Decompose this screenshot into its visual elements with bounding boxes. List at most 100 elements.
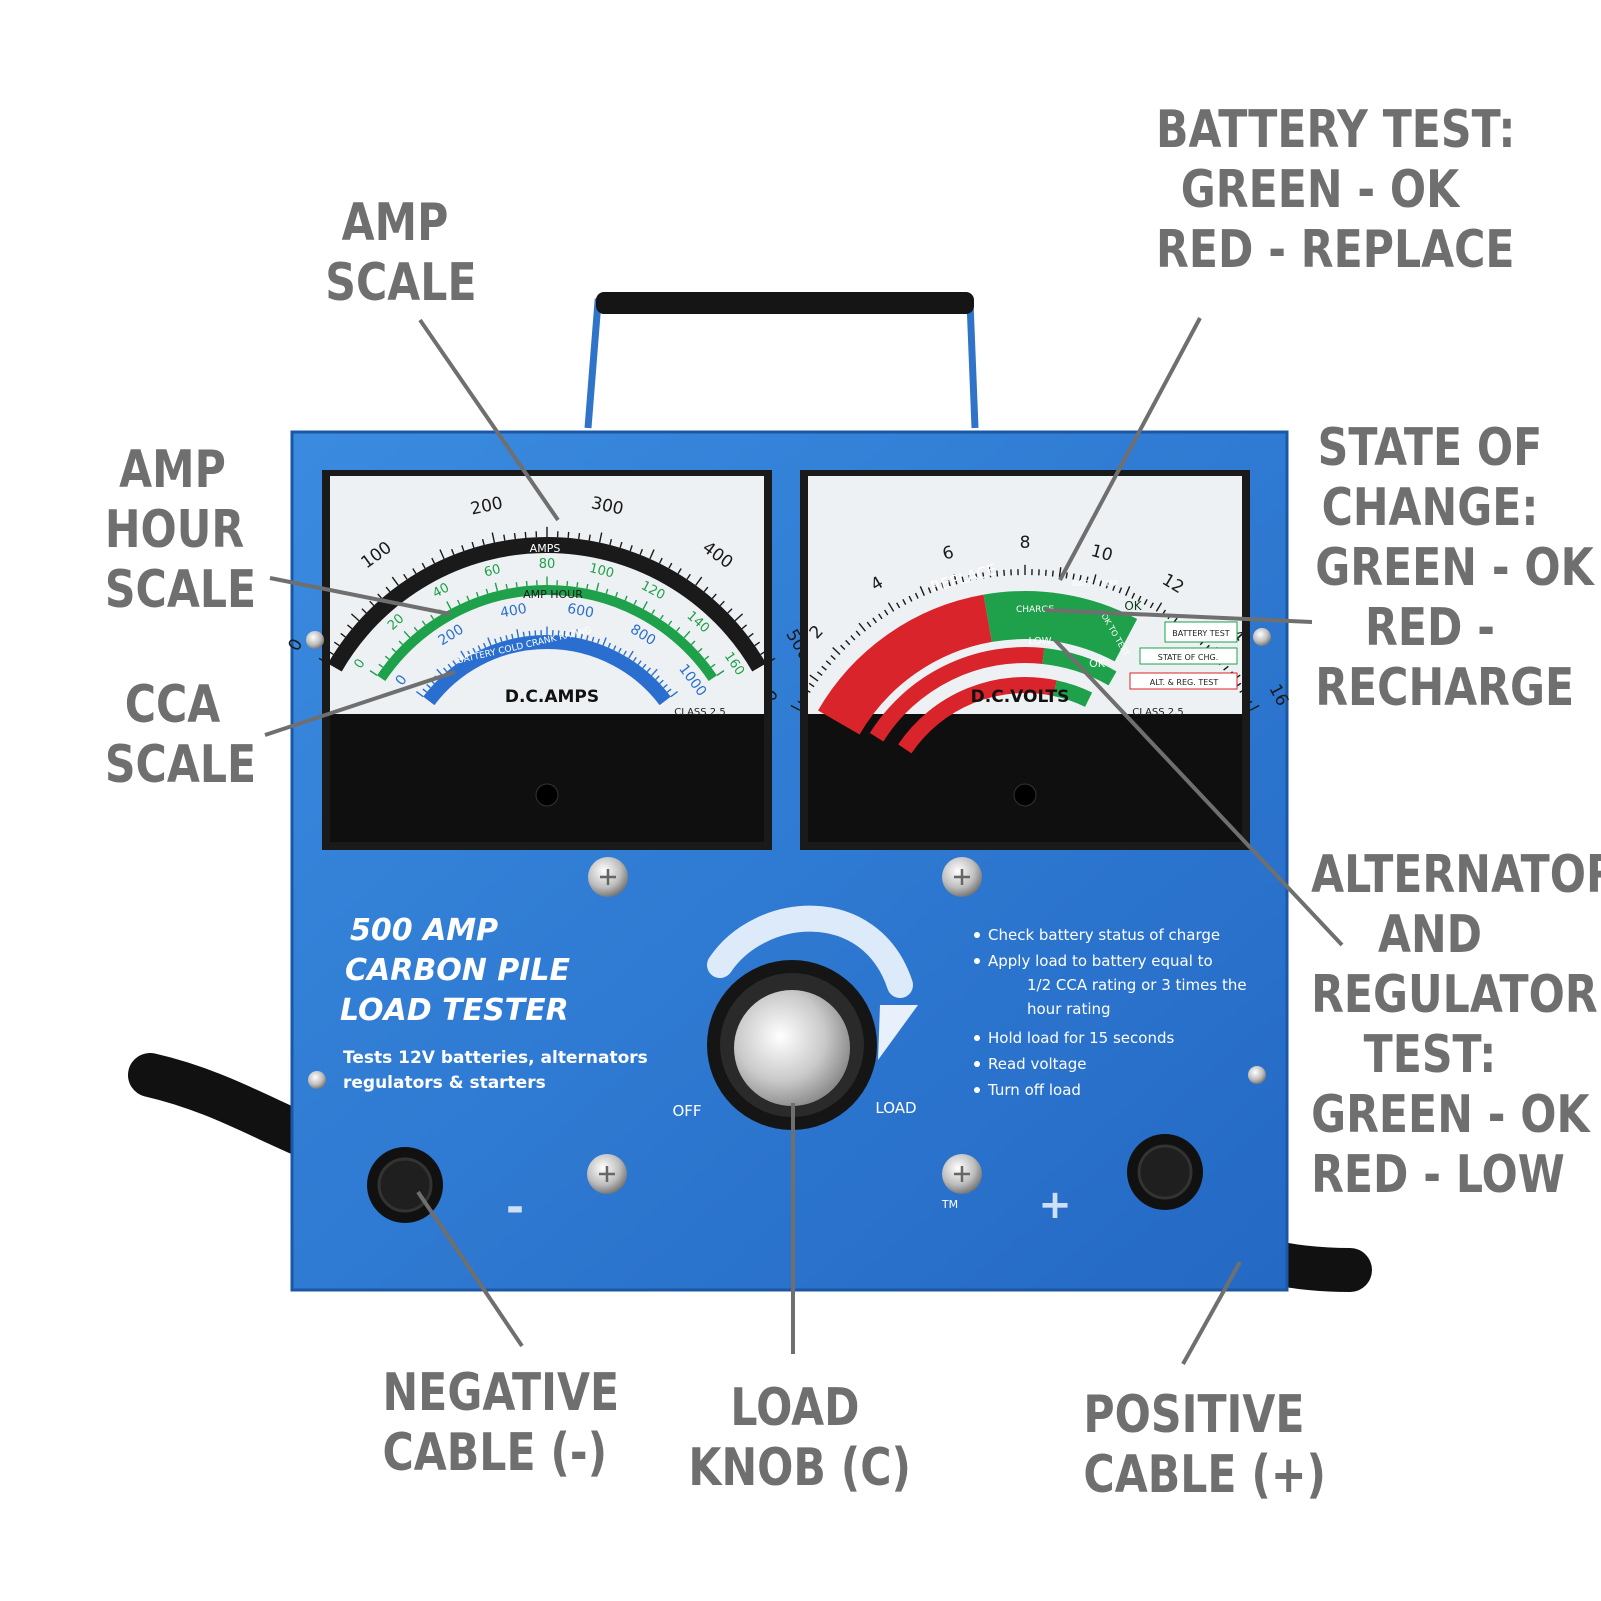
tick-mark bbox=[683, 630, 691, 639]
tick-mark bbox=[481, 538, 485, 546]
tick-mark bbox=[642, 601, 648, 610]
positive-terminal[interactable] bbox=[1127, 1134, 1203, 1210]
tick-mark bbox=[668, 562, 673, 569]
volt-meter: 0246810121416 REPLACE CHARGE LOW OK OK B… bbox=[760, 470, 1292, 850]
tick-mark bbox=[1137, 595, 1142, 602]
tick-mark bbox=[988, 567, 992, 578]
row-labels: BATTERY TEST STATE OF CHG. ALT. & REG. T… bbox=[1129, 621, 1238, 690]
tick-mark bbox=[659, 679, 664, 685]
tick-mark bbox=[855, 630, 861, 636]
tick-mark bbox=[456, 599, 461, 605]
tick-mark bbox=[754, 641, 761, 647]
leader-positive bbox=[1181, 1261, 1242, 1365]
tick-mark bbox=[961, 576, 965, 583]
tick-mark bbox=[840, 644, 846, 651]
tick-mark bbox=[686, 573, 691, 580]
leader-cca bbox=[264, 670, 456, 737]
cca-tick-label: 600 bbox=[566, 601, 595, 622]
tick-mark bbox=[431, 557, 436, 564]
tick-mark bbox=[505, 635, 508, 641]
instruction-5: Hold load for 15 seconds bbox=[988, 1029, 1174, 1047]
tick-mark bbox=[872, 617, 877, 624]
row-label-state-of-chg: STATE OF CHG. bbox=[1158, 653, 1218, 662]
minus-label: - bbox=[506, 1182, 524, 1233]
tick-mark bbox=[327, 650, 334, 656]
tick-mark bbox=[602, 637, 607, 646]
tick-mark bbox=[968, 574, 971, 582]
tick-mark bbox=[914, 592, 919, 599]
ok-label-battery: OK bbox=[1124, 599, 1142, 613]
tick-mark bbox=[858, 622, 866, 632]
amps-scale-band bbox=[327, 536, 767, 672]
carry-handle[interactable] bbox=[584, 292, 979, 429]
tick-mark bbox=[816, 671, 823, 677]
tick-mark bbox=[426, 683, 431, 689]
amp-hour-scale-band bbox=[377, 585, 717, 682]
tick-mark bbox=[487, 637, 492, 646]
low-label: LOW bbox=[1029, 636, 1052, 647]
tick-mark bbox=[632, 656, 637, 662]
tick-mark bbox=[318, 657, 329, 665]
tick-mark bbox=[467, 650, 471, 656]
screw-icon bbox=[306, 631, 324, 649]
arrow-head-icon bbox=[878, 1005, 918, 1060]
tick-mark bbox=[975, 573, 978, 580]
subtitle-line-2: regulators & starters bbox=[343, 1073, 546, 1093]
tick-mark bbox=[642, 663, 647, 669]
tick-mark bbox=[612, 645, 617, 651]
tick-mark bbox=[1223, 665, 1229, 671]
tick-mark bbox=[878, 613, 883, 620]
tick-mark bbox=[491, 532, 496, 543]
tick-mark bbox=[451, 548, 455, 556]
tick-mark bbox=[513, 532, 516, 540]
tick-mark bbox=[1105, 582, 1109, 589]
tick-mark bbox=[421, 620, 426, 626]
volt-tick-label: 8 bbox=[1020, 533, 1031, 553]
tick-mark bbox=[703, 586, 709, 593]
tick-mark bbox=[1079, 574, 1082, 582]
leader-negative bbox=[416, 1190, 524, 1348]
tick-mark bbox=[416, 691, 424, 698]
tick-mark bbox=[403, 630, 411, 639]
tick-mark bbox=[609, 538, 613, 546]
tick-mark bbox=[883, 609, 889, 616]
tick-mark bbox=[1155, 602, 1163, 612]
screw-icon bbox=[308, 1071, 326, 1089]
callout-load-knob: LOAD KNOB (C) bbox=[688, 1378, 911, 1498]
tick-mark bbox=[639, 548, 643, 556]
amp-hour-label: AMP HOUR bbox=[523, 588, 583, 601]
tick-mark bbox=[624, 595, 628, 601]
tick-mark bbox=[887, 602, 895, 612]
amp-hour-tick-label: 40 bbox=[430, 580, 452, 601]
tick-mark bbox=[716, 670, 725, 676]
load-label: LOAD bbox=[875, 1099, 916, 1117]
tick-mark bbox=[461, 545, 465, 552]
amp-hour-tick-label: 60 bbox=[483, 562, 503, 581]
tick-mark bbox=[567, 531, 570, 538]
tick-mark bbox=[896, 602, 901, 609]
tick-mark bbox=[528, 630, 531, 637]
amp-hour-tick-label: 80 bbox=[539, 557, 556, 572]
instruction-1: Check battery status of charge bbox=[988, 926, 1220, 944]
tick-mark bbox=[633, 599, 638, 605]
tick-mark bbox=[1092, 574, 1097, 585]
panel-subtitle: Tests 12V batteries, alternators regulat… bbox=[343, 1048, 648, 1093]
load-knob[interactable] bbox=[707, 960, 877, 1130]
tick-mark bbox=[580, 633, 583, 639]
tick-mark bbox=[505, 583, 508, 590]
tick-mark bbox=[439, 549, 445, 560]
tick-mark bbox=[597, 638, 600, 644]
tick-mark bbox=[421, 562, 426, 569]
batt-temp-label: BATT. TEMP bbox=[1072, 579, 1118, 588]
title-line-2: CARBON PILE bbox=[345, 953, 571, 988]
tick-mark bbox=[515, 582, 518, 588]
tick-mark bbox=[595, 582, 600, 592]
volt-class-label: CLASS 2.5 bbox=[1132, 707, 1183, 718]
tick-mark bbox=[670, 691, 678, 698]
instruction-2: Apply load to battery equal to bbox=[988, 952, 1213, 970]
tick-mark bbox=[569, 631, 572, 637]
dc-amps-title: D.C.AMPS bbox=[505, 687, 599, 707]
tick-mark bbox=[830, 655, 836, 661]
tick-mark bbox=[598, 532, 603, 543]
tick-mark bbox=[422, 688, 428, 693]
